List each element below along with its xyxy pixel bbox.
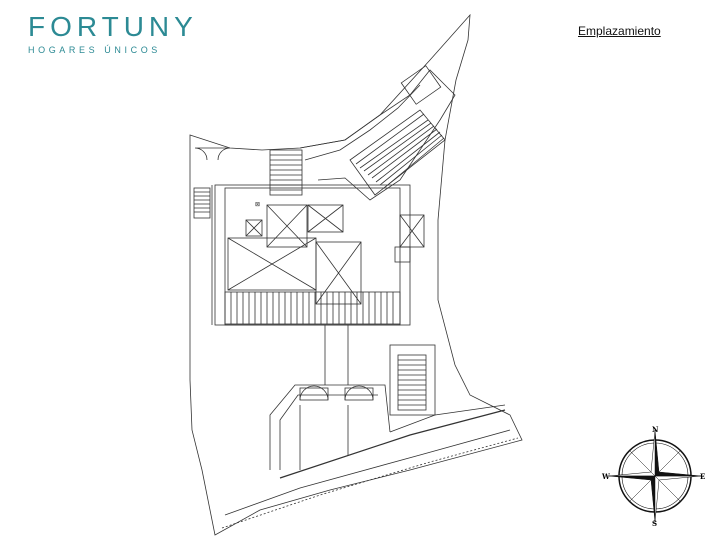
main-house: ⊠ bbox=[214, 184, 425, 326]
central-path bbox=[324, 325, 349, 385]
compass-south: S bbox=[652, 519, 657, 528]
compass-rose: N S E W bbox=[601, 425, 705, 528]
compass-north: N bbox=[652, 425, 659, 434]
brand-tagline: HOGARES ÚNICOS bbox=[28, 45, 161, 55]
access-road bbox=[224, 429, 511, 516]
left-stairs bbox=[193, 185, 213, 325]
compass-east: E bbox=[700, 472, 705, 481]
upper-stairs bbox=[349, 109, 446, 196]
compass-west: W bbox=[601, 472, 610, 481]
upper-wing bbox=[299, 69, 456, 201]
brand-logo: FORTUNY HOGARES ÚNICOS bbox=[28, 11, 198, 56]
plan-title: Emplazamiento bbox=[578, 24, 661, 38]
south-stairs bbox=[389, 344, 436, 416]
brand-name: FORTUNY bbox=[28, 11, 198, 42]
svg-text:⊠: ⊠ bbox=[255, 202, 260, 208]
plot-boundary bbox=[189, 13, 523, 536]
garage bbox=[269, 384, 391, 470]
